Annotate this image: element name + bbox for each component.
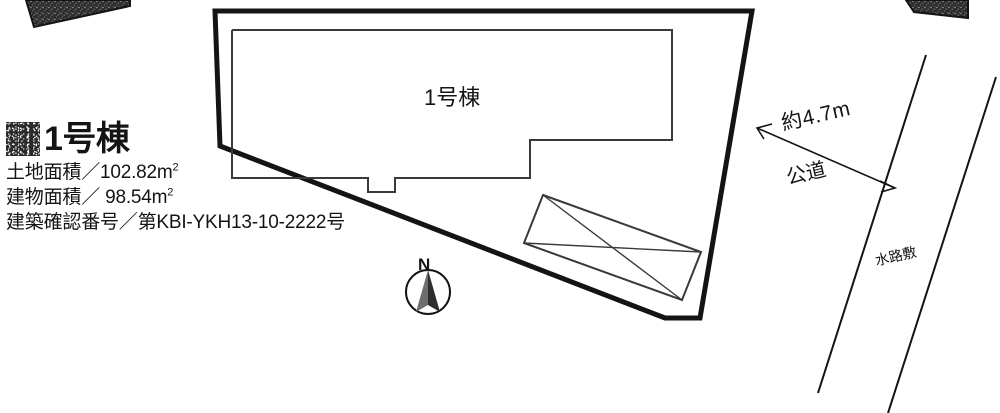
neighbor-plot-wedge-right — [904, 0, 969, 20]
legend-land-area-unit-sup: 2 — [172, 161, 179, 174]
legend-building-area: 建物面積／ 98.54m2 — [6, 185, 406, 210]
building-label: 1号棟 — [424, 85, 481, 110]
waterway-edge-line-right — [887, 76, 997, 413]
north-arrow-needle-light — [416, 270, 428, 312]
legend-land-area: 土地面積／102.82m2 — [6, 160, 406, 185]
legend-building-area-text: 建物面積／ 98.54m — [6, 187, 168, 209]
legend-building-area-unit-sup: 2 — [167, 186, 174, 199]
legend-title: 1号棟 — [44, 120, 130, 158]
filled-noise-square-icon — [6, 122, 40, 156]
waterway-edge-line-left — [817, 54, 927, 394]
north-arrow-needle-dark — [428, 270, 440, 312]
road-dimension-line — [756, 127, 896, 189]
north-arrow-label: N — [418, 255, 431, 274]
site-boundary — [212, 8, 755, 321]
parking-diagonal-2 — [523, 242, 702, 253]
legend-confirmation-number: 建築確認番号／第KBI-YKH13-10-2222号 — [6, 212, 346, 234]
legend-land-area-text: 土地面積／102.82m — [6, 162, 173, 183]
building-footprint — [231, 29, 673, 193]
legend-block: 1号棟 土地面積／102.82m2 建物面積／ 98.54m2 建築確認番号／第… — [6, 118, 406, 235]
legend-title-row: 1号棟 — [6, 118, 406, 160]
neighbor-plot-wedge-left — [24, 0, 131, 29]
parking-diagonal-3 — [523, 242, 683, 301]
road-dimension-arrowhead-start — [755, 123, 773, 140]
